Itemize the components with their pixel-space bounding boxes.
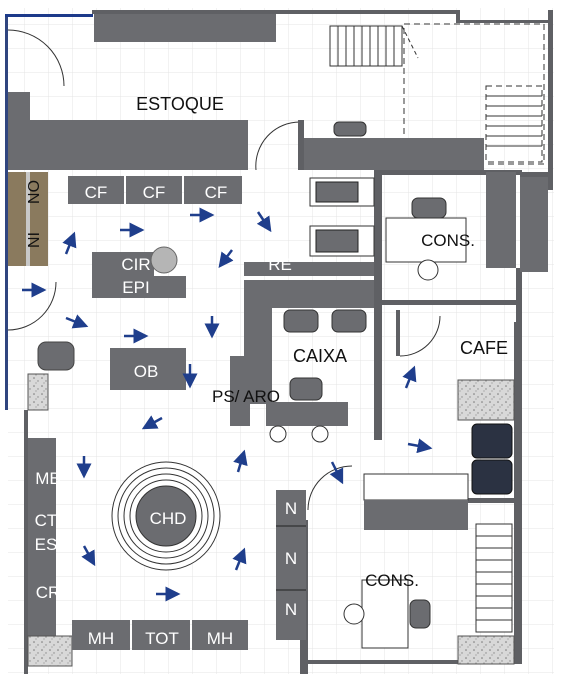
label-cr: CR [36, 583, 61, 602]
room-label-estoque: ESTOQUE [136, 94, 224, 114]
estoque-counter [8, 92, 248, 170]
label-cf-3: CF [205, 183, 228, 202]
plant-pot [150, 246, 178, 274]
label-n-1: N [285, 499, 297, 518]
shelf-tot [132, 620, 190, 650]
chair-left [37, 341, 75, 371]
label-es: ES [35, 535, 58, 554]
shelf-mh-1 [72, 620, 130, 650]
stool-1 [269, 425, 287, 443]
door-swing-left [7, 281, 57, 331]
chair-cons-top-1 [411, 197, 447, 219]
room-label-cons-bottom: CONS. [365, 571, 419, 590]
re-chair-1 [315, 181, 359, 203]
flow-arrow [141, 415, 163, 430]
entrance-sign-divider [26, 172, 30, 266]
room-label-caixa: CAIXA [293, 346, 347, 366]
shelf-cf-3 [184, 176, 242, 204]
label-epi: EPI [122, 278, 149, 297]
label-cir: CIR [121, 255, 150, 274]
flow-arrow [402, 365, 417, 389]
door-swing-top [7, 29, 65, 87]
label-ob: OB [134, 362, 159, 381]
lower-counter [363, 473, 469, 501]
caixa-bottom-counter [266, 402, 348, 426]
label-n-2: N [285, 549, 297, 568]
right-column [486, 172, 516, 268]
shelf-mb [28, 438, 56, 508]
flow-arrow [62, 231, 77, 255]
door-swing-cafe [399, 315, 441, 357]
right-column-2 [520, 177, 548, 272]
room-label-ps-aro: PS/ ARO [212, 387, 280, 406]
re-chair-2 [315, 229, 359, 253]
flow-arrow [232, 547, 247, 571]
chair-caixa-1 [283, 309, 319, 333]
door-swing-cons-bottom [307, 465, 353, 511]
chair-caixa-2 [331, 309, 367, 333]
display-chd [111, 461, 221, 571]
chair-back-counter [333, 121, 367, 137]
flow-arrow [256, 211, 272, 233]
shelf-cr [28, 570, 56, 640]
re-counter [244, 262, 374, 276]
shelf-ct-es [28, 508, 56, 570]
label-n-3: N [285, 600, 297, 619]
flow-arrow [233, 449, 248, 473]
flow-arrows [22, 207, 433, 602]
label-mb: MB [35, 469, 61, 488]
label-tot: TOT [145, 629, 179, 648]
shelf-n [276, 490, 306, 640]
chair-cons-bottom-2 [409, 599, 431, 629]
shelf-cir [92, 252, 154, 276]
cafe-sofa-2 [471, 459, 513, 495]
bottom-left-column [27, 635, 73, 667]
label-chd: CHD [150, 509, 187, 528]
left-column [27, 373, 49, 411]
bottom-right-column [457, 635, 515, 665]
back-counter [304, 138, 484, 170]
flow-arrow [329, 461, 344, 485]
label-ct: CT [35, 511, 58, 530]
ps-aro-side [230, 356, 250, 426]
cafe-wall [396, 310, 400, 356]
shelf-mh-2 [192, 620, 248, 650]
label-mh-1: MH [88, 629, 114, 648]
door-swing-estoque [255, 121, 301, 171]
cafe-sofa-1 [471, 423, 513, 459]
label-cf-2: CF [143, 183, 166, 202]
room-label-re: RE [268, 255, 292, 274]
label-cf-1: CF [85, 183, 108, 202]
chair-cons-bottom-1 [343, 603, 365, 625]
flow-arrow [407, 438, 433, 454]
cons-bottom-stairs [475, 523, 513, 633]
label-mh-2: MH [207, 629, 233, 648]
room-label-cafe: CAFE [460, 338, 508, 358]
lower-block [364, 500, 468, 530]
caixa-counter [244, 280, 374, 308]
shelf-cf-1 [68, 176, 124, 204]
chair-cons-top-2 [417, 259, 439, 281]
label-in: IN [24, 232, 41, 248]
label-on: ON [24, 180, 41, 204]
estoque-wall [298, 120, 304, 170]
shelf-cf-2 [126, 176, 182, 204]
chair-ps-aro [289, 377, 323, 401]
entrance-frame [5, 14, 93, 17]
stool-2 [311, 425, 329, 443]
entrance-frame-side [5, 14, 8, 410]
flow-arrow [65, 314, 89, 329]
room-label-cons-top: CONS. [421, 231, 475, 250]
top-shelf [94, 14, 276, 42]
flow-arrow [218, 249, 234, 268]
cons-bottom-desk [361, 579, 409, 649]
flow-arrow [81, 545, 96, 567]
shelf-epi [92, 276, 186, 298]
cafe-counter [457, 379, 515, 421]
shelf-ob [110, 348, 186, 390]
